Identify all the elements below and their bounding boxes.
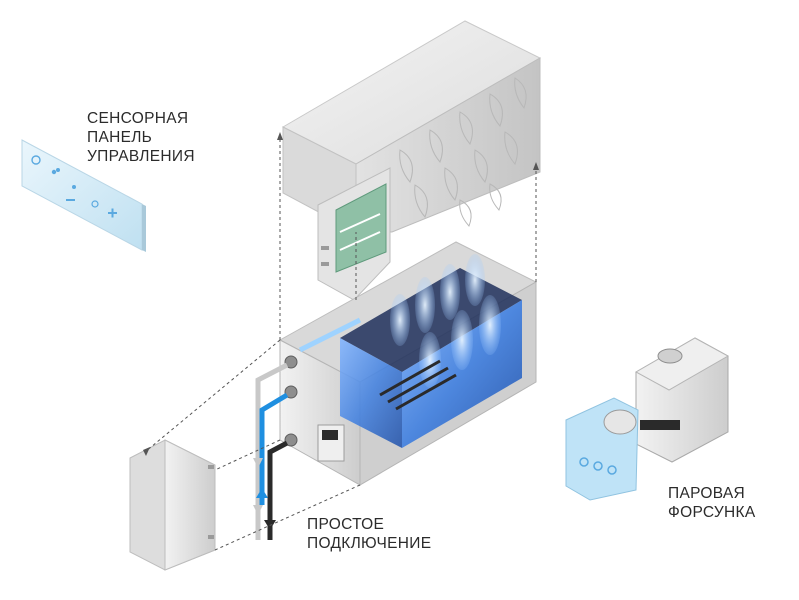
connection-label-line-1: ПРОСТОЕ bbox=[307, 516, 385, 533]
steam-nozzle-label-line-2: ФОРСУНКА bbox=[668, 504, 756, 521]
explosion-guide-lines bbox=[144, 135, 537, 551]
touch-panel-label-line-1: СЕНСОРНАЯ bbox=[87, 110, 189, 127]
steam-icon bbox=[51, 168, 60, 175]
nozzle-vent-holes bbox=[579, 457, 617, 475]
touch-panel bbox=[21, 139, 146, 252]
plus-icon bbox=[108, 208, 117, 218]
tank-fittings bbox=[284, 355, 298, 447]
water-inlet-pipe bbox=[298, 317, 362, 353]
connection-pipes bbox=[255, 362, 289, 540]
steam-nozzle-label: ПАРОВАЯ ФОРСУНКА bbox=[668, 484, 756, 522]
guide-arrowheads bbox=[143, 132, 539, 456]
fan-icon bbox=[91, 200, 99, 208]
temperature-icon bbox=[72, 185, 76, 189]
steam-nozzle-label-line-1: ПАРОВАЯ bbox=[668, 485, 745, 502]
tank-body bbox=[278, 241, 538, 486]
side-cover-panel bbox=[129, 439, 216, 571]
heating-elements bbox=[379, 359, 457, 411]
top-cover bbox=[281, 20, 542, 233]
power-icon bbox=[31, 155, 41, 165]
control-board-module bbox=[317, 167, 391, 301]
steam-nozzle bbox=[565, 337, 730, 501]
connection-label: ПРОСТОЕ ПОДКЛЮЧЕНИЕ bbox=[307, 515, 431, 553]
minus-icon bbox=[66, 199, 75, 201]
touch-panel-label-line-3: УПРАВЛЕНИЯ bbox=[87, 148, 195, 165]
touch-panel-label-line-2: ПАНЕЛЬ bbox=[87, 129, 153, 146]
cover-scale-pattern bbox=[399, 77, 527, 227]
valve-block bbox=[317, 424, 345, 462]
touch-panel-label: СЕНСОРНАЯ ПАНЕЛЬ УПРАВЛЕНИЯ bbox=[87, 109, 195, 166]
connection-label-line-2: ПОДКЛЮЧЕНИЕ bbox=[307, 535, 432, 552]
